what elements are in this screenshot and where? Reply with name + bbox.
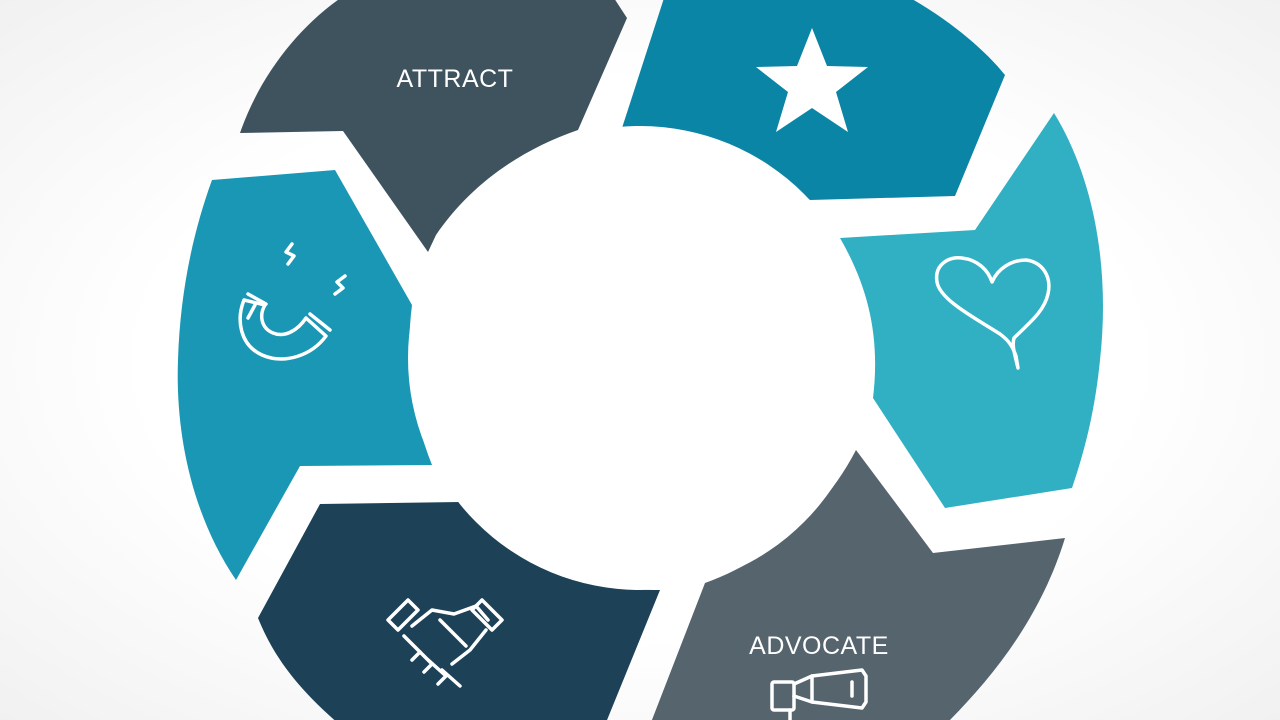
magnet-icon	[238, 242, 347, 361]
megaphone-icon	[770, 668, 868, 720]
segment-attract	[240, 0, 627, 252]
segment-heart	[840, 113, 1103, 508]
segment-advocate	[651, 450, 1065, 720]
handshake-icon	[386, 598, 504, 688]
center-circle	[408, 126, 872, 590]
star-icon	[756, 28, 868, 132]
segment-magnet	[177, 170, 432, 580]
advocate-label: ADVOCATE	[749, 632, 889, 660]
heart-icon	[934, 255, 1051, 370]
attract-label: ATTRACT	[397, 65, 514, 93]
